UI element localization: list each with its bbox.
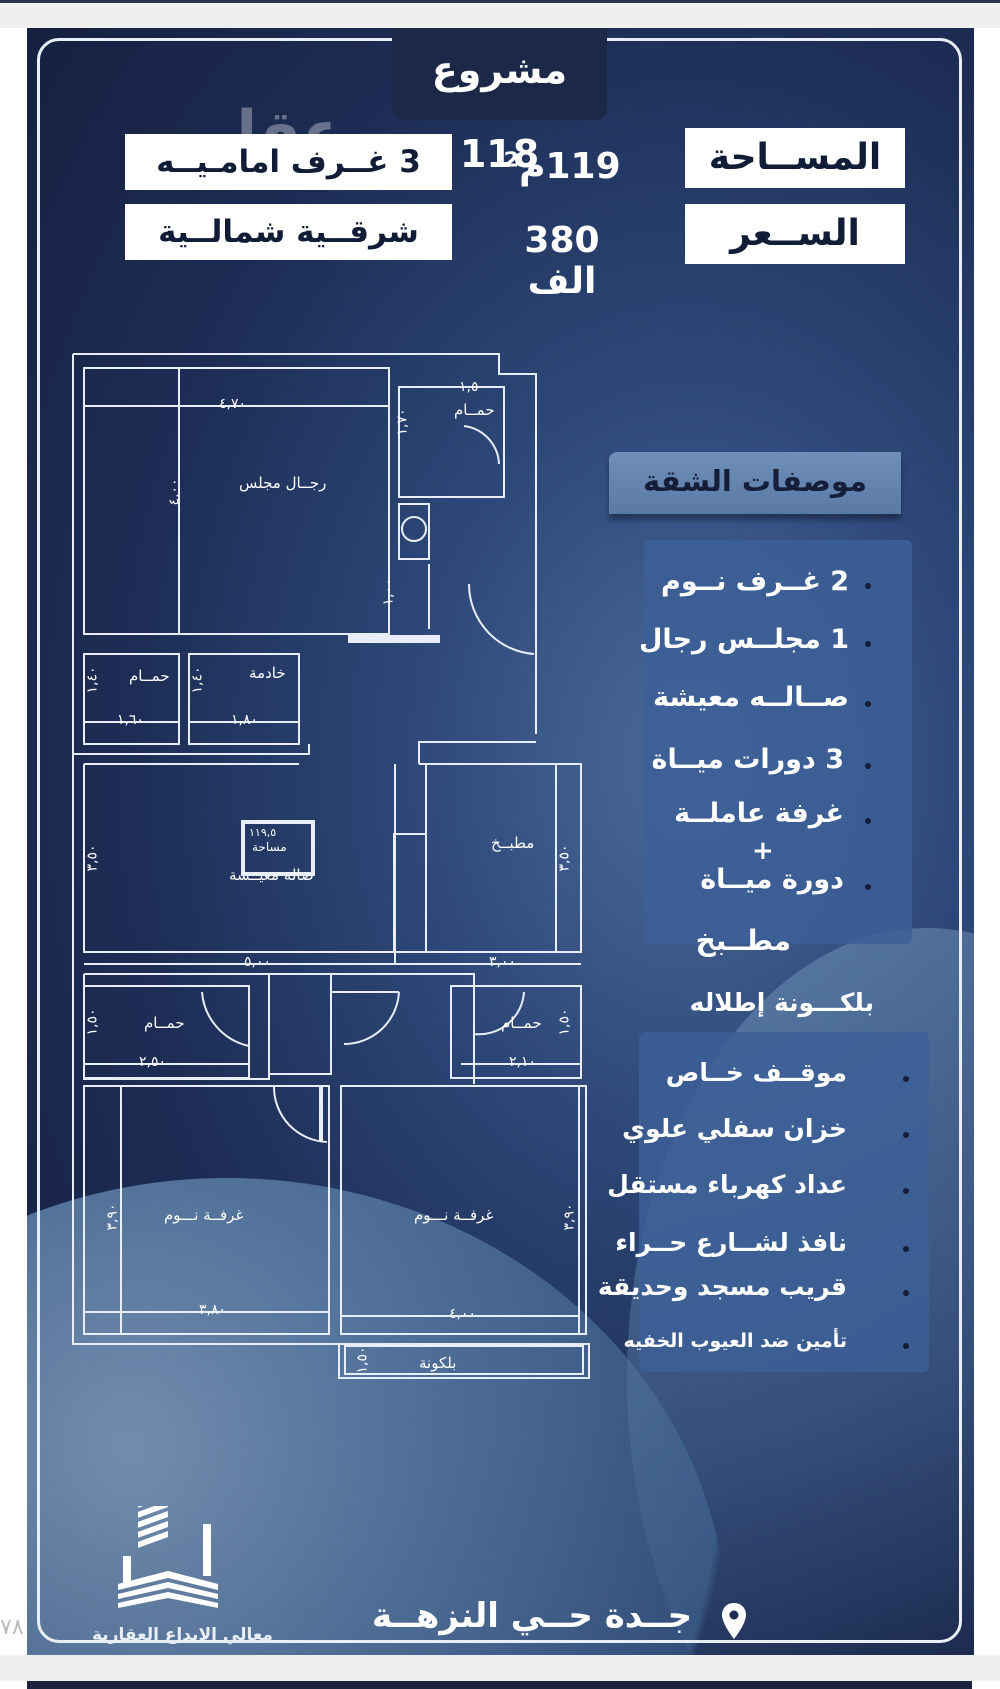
bullet-icon [865,583,871,589]
room-label-balcony: بلكونة [419,1354,457,1372]
listing-card: مشروع 118 عقار 3 غــرف امامـيــه شرقــية… [27,28,974,1655]
feature-balcony: بلكـــونة إطلاله [689,988,874,1017]
location-text: جــدة حــي النزهــة [372,1596,693,1636]
room-label-bedroom-right: غرفــة نـــوم [414,1206,494,1224]
room-label-bath-mid-right: حمــام [501,1014,542,1032]
room-label-kitchen: مطبــخ [491,834,535,852]
floor-plan: رجــال مجلس حمــام حمــام خادمة صالة معي… [69,324,649,1424]
dim-maid-width: ١,٨٠ [231,712,259,728]
dim-bath-left-width: ١,٦٠ [117,712,145,728]
dim-bath-mr-height: ١,٥٠ [556,1008,573,1036]
room-label-bath-top: حمــام [454,401,495,419]
feature-living: صــالــه معيشة [653,682,849,713]
bullet-icon [865,884,871,890]
price-value: 380 الف [524,220,600,302]
dim-kitchen-height: ٣,٥٠ [556,844,573,872]
room-label-bath-mid-left: حمــام [144,1014,185,1032]
feature-meter: عداد كهرباء مستقل [607,1170,847,1199]
feature-bedrooms: 2 غــرف نــوم [661,566,849,597]
bullet-icon [903,1343,909,1349]
dim-bath-top-height: ١,٧٠ [394,408,411,436]
feature-tanks: خزان سفلي علوي [622,1114,847,1143]
company-logo-icon [118,1506,218,1608]
side-page-number: ٧٨ [0,1615,24,1640]
feature-kitchen: مطــبخ [695,924,791,957]
price-label: الســعر [685,204,905,264]
dim-bedroom-left-height: ٣,٩٠ [104,1203,121,1231]
area-value: 119م² [503,146,621,187]
area-box-label: مساحة [252,840,287,854]
specs-panel-2 [639,1032,929,1372]
area-box-value: ١١٩,٥ [249,826,277,839]
dim-kitchen-width: ٣,٠٠ [489,954,517,970]
feature-maid-bath: دورة ميــاة [700,864,844,895]
floor-plan-lines [72,353,590,1379]
plus-sign: + [752,836,774,866]
top-band [0,0,1000,28]
bullet-icon [903,1188,909,1194]
dim-bedroom-right-width: ٤,٠٠ [449,1306,477,1322]
area-label: المســاحة [685,128,905,188]
dim-bath-ml-height: ١,٥٠ [84,1008,101,1036]
room-label-bedroom-left: غرفــة نـــوم [164,1206,244,1224]
dim-maid-height: ١,٤٠ [189,666,206,694]
dim-bath-ml-width: ٢,٥٠ [139,1054,167,1070]
bullet-icon [865,818,871,824]
bullet-icon [903,1246,909,1252]
feature-mosque: قريب مسجد وحديقة [597,1272,847,1301]
company-name: معالي الابداع العقارية [92,1625,273,1645]
bullet-icon [865,763,871,769]
bullet-icon [865,641,871,647]
dim-balcony-height: ١,٥٠ [354,1346,371,1374]
feature-bathrooms: 3 دورات ميــاة [651,744,844,775]
feature-majlis: 1 مجلــس رجال [639,624,849,655]
bullet-icon [903,1290,909,1296]
dim-living-height: ٣,٥٠ [84,844,101,872]
specs-heading: موصفات الشقة [609,452,901,514]
dim-bath-left-height: ١,٤٠ [84,666,101,694]
dim-corridor: ١,٠٠ [380,578,397,606]
dim-majlis-width: ٤,٧٠ [219,396,247,412]
room-label-bath-left: حمــام [129,667,170,685]
specs-panel-1 [644,540,912,944]
dim-bedroom-left-width: ٣,٨٠ [199,1302,227,1318]
bullet-icon [903,1076,909,1082]
next-card-strip [27,1681,972,1689]
tag-orientation: شرقــية شمالــية [125,204,452,260]
dim-bedroom-right-height: ٣,٩٠ [561,1203,578,1231]
room-label-living: صالة معيــشة [229,866,314,884]
feature-warranty: تأمين ضد العيوب الخفيه [623,1330,848,1352]
dim-majlis-height: ٤,٠٠ [166,478,183,506]
feature-maid-room: غرفة عاملــة [674,798,844,829]
feature-parking: موقــف خــاص [665,1058,847,1087]
project-title: مشروع 118 [392,28,607,176]
dim-living-width: ٥,٠٠ [244,954,272,970]
room-label-maid: خادمة [249,664,286,682]
bullet-icon [865,701,871,707]
location-pin-icon [722,1603,746,1639]
dim-bath-mr-width: ٢,١٠ [509,1054,537,1070]
tag-front-rooms: 3 غــرف امامـيــه [125,134,452,190]
feature-street: نافذ لشــارع حــراء [615,1228,847,1257]
bottom-band [0,1655,1000,1681]
bullet-icon [903,1132,909,1138]
dim-bath-top-width: ١,٥٠ [459,379,487,395]
room-label-majlis: رجــال مجلس [239,474,327,492]
